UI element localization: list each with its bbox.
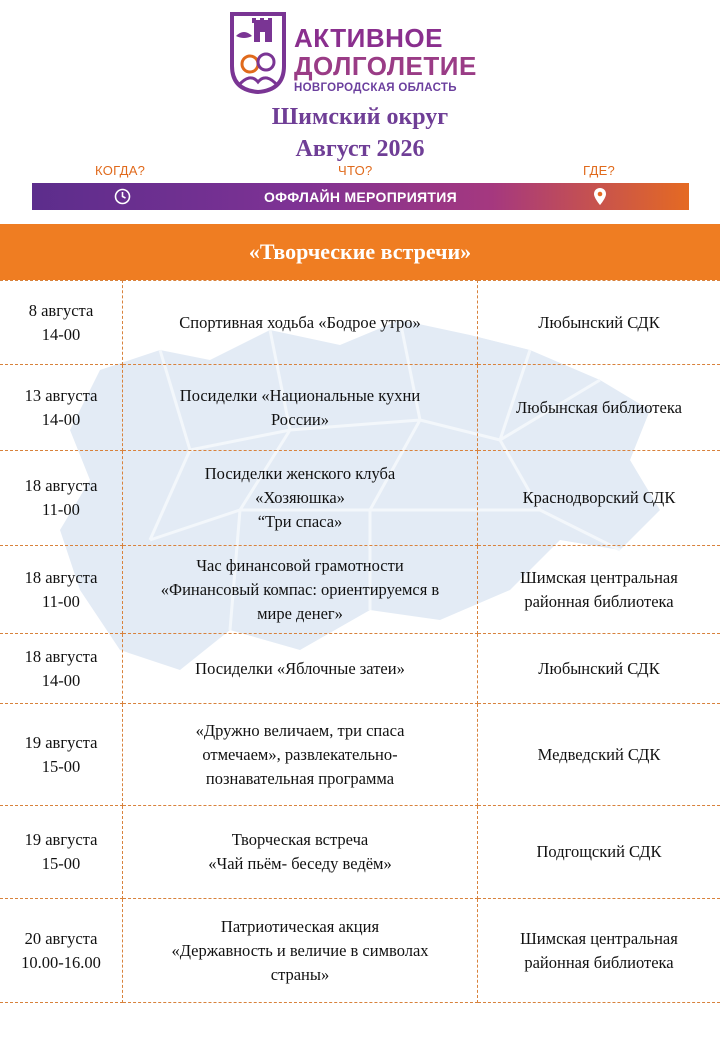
- event-date-cell: 18 августа 11-00: [0, 545, 123, 634]
- event-date-cell: 13 августа 14-00: [0, 364, 123, 451]
- event-row: 18 августа 11-00 Посиделки женского клуба…: [0, 450, 720, 546]
- event-time: 10.00-16.00: [21, 952, 101, 972]
- event-place-cell: Подгощский СДК: [477, 805, 720, 899]
- event-title-cell: Патриотическая акция «Державность и велич…: [122, 898, 478, 1003]
- event-date-cell: 19 августа 15-00: [0, 805, 123, 899]
- event-title-line: отмечаем», развлекательно-: [202, 744, 398, 764]
- event-place-line: Любынская библиотека: [516, 397, 682, 417]
- event-date: 13 августа: [24, 385, 98, 405]
- event-title-cell: «Дружно величаем, три спаса отмечаем», ра…: [122, 703, 478, 806]
- event-date: 20 августа: [24, 928, 98, 948]
- event-row: 13 августа 14-00 Посиделки «Национальные …: [0, 364, 720, 451]
- event-place-cell: Краснодворский СДК: [477, 450, 720, 546]
- event-place-line: Любынский СДК: [538, 658, 660, 678]
- event-place-line: Краснодворский СДК: [522, 488, 676, 507]
- event-place-line: Подгощский СДК: [536, 842, 662, 861]
- event-time: 11-00: [42, 500, 80, 519]
- event-place-line: районная библиотека: [524, 952, 674, 972]
- banner-text: ОФФЛАЙН МЕРОПРИЯТИЯ: [263, 189, 457, 205]
- event-time: 14-00: [41, 670, 81, 690]
- event-place-cell: Любынская библиотека: [477, 364, 720, 451]
- event-title-line: страны»: [270, 964, 330, 984]
- event-title-cell: Посиделки женского клуба «Хозяюшка» “Три с…: [122, 450, 478, 546]
- event-place-line: Любынский СДК: [538, 312, 660, 332]
- event-title-cell: Посиделки «Яблочные затеи»: [122, 633, 478, 704]
- event-date: 19 августа: [24, 732, 98, 752]
- event-place-line: Шимская центральная: [520, 928, 678, 948]
- event-row: 18 августа 14-00 Посиделки «Яблочные зате…: [0, 633, 720, 704]
- event-title-line: «Чай пьём- беседу ведём»: [208, 854, 392, 873]
- event-place-cell: Шимская центральная районная библиотека: [477, 898, 720, 1003]
- event-time: 14-00: [41, 324, 81, 344]
- event-title-line: Патриотическая акция: [220, 916, 380, 936]
- event-title-line: Спортивная ходьба «Бодрое утро»: [179, 312, 421, 332]
- event-row: 19 августа 15-00 Творческая встреча «Чай п…: [0, 805, 720, 899]
- event-time: 14-00: [41, 409, 81, 429]
- event-title-line: «Дружно величаем, три спаса: [195, 720, 405, 740]
- event-place-cell: Любынский СДК: [477, 633, 720, 704]
- event-date: 19 августа: [24, 830, 98, 849]
- event-title-cell: Спортивная ходьба «Бодрое утро»: [122, 280, 478, 365]
- event-title-line: Посиделки «Яблочные затеи»: [195, 658, 405, 678]
- event-title-line: познавательная программа: [205, 768, 395, 788]
- event-date: 18 августа: [24, 646, 98, 666]
- event-place-line: Медведский СДК: [537, 744, 661, 764]
- event-date: 8 августа: [28, 300, 94, 320]
- event-date-cell: 18 августа 11-00: [0, 450, 123, 546]
- page-header: АКТИВНОЕ ДОЛГОЛЕТИЕ НОВГОРОДСКАЯ ОБЛАСТЬ…: [0, 0, 720, 212]
- event-date: 18 августа: [24, 476, 98, 495]
- event-title-line: Посиделки «Национальные кухни: [179, 385, 421, 405]
- event-row: 19 августа 15-00 «Дружно величаем, три сп…: [0, 703, 720, 806]
- logo-title-line1: АКТИВНОЕ: [294, 23, 443, 53]
- event-title-cell: Творческая встреча «Чай пьём- беседу ведё…: [122, 805, 478, 899]
- event-title-line: Час финансовой грамотности: [196, 555, 404, 575]
- event-date: 18 августа: [24, 567, 98, 587]
- event-time: 15-00: [41, 854, 81, 873]
- logo-emblem-icon: [230, 12, 286, 94]
- event-title-line: России»: [271, 409, 329, 429]
- location-pin-icon: [594, 188, 606, 205]
- logo-subtitle: НОВГОРОДСКАЯ ОБЛАСТЬ: [294, 82, 457, 94]
- event-title-line: мире денег»: [257, 603, 343, 623]
- event-date-cell: 20 августа 10.00-16.00: [0, 898, 123, 1003]
- district-title: Шимский округ: [271, 104, 449, 130]
- clock-icon: [114, 188, 131, 205]
- event-title-line: “Три спаса»: [257, 512, 343, 531]
- section-title: «Творческие встречи»: [248, 239, 472, 264]
- event-row: 18 августа 11-00 Час финансовой грамотнос…: [0, 545, 720, 634]
- event-row: 8 августа 14-00 Спортивная ходьба «Бодрое…: [0, 280, 720, 365]
- event-place-line: Шимская центральная: [520, 567, 678, 587]
- event-time: 11-00: [42, 591, 80, 611]
- event-place-cell: Медведский СДК: [477, 703, 720, 806]
- event-title-line: «Финансовый компас: ориентируемся в: [160, 579, 440, 599]
- event-date-cell: 18 августа 14-00: [0, 633, 123, 704]
- project-logo: АКТИВНОЕ ДОЛГОЛЕТИЕ НОВГОРОДСКАЯ ОБЛАСТЬ: [228, 10, 498, 100]
- event-date-cell: 19 августа 15-00: [0, 703, 123, 806]
- event-title-line: Творческая встреча: [231, 830, 369, 849]
- event-title-line: «Хозяюшка»: [255, 488, 345, 507]
- section-header: «Творческие встречи»: [0, 224, 720, 280]
- month-title: Август 2026: [295, 136, 425, 162]
- event-title-line: «Державность и величие в символах: [171, 940, 429, 960]
- where-label: ГДЕ?: [583, 163, 616, 178]
- event-place-cell: Любынский СДК: [477, 280, 720, 365]
- events-table: 8 августа 14-00 Спортивная ходьба «Бодрое…: [0, 280, 720, 1003]
- event-place-cell: Шимская центральная районная библиотека: [477, 545, 720, 634]
- logo-title-line2: ДОЛГОЛЕТИЕ: [294, 51, 477, 81]
- when-label: КОГДА?: [95, 163, 146, 178]
- offline-events-banner: ОФФЛАЙН МЕРОПРИЯТИЯ: [32, 183, 689, 210]
- event-place-line: районная библиотека: [524, 591, 674, 611]
- event-title-cell: Час финансовой грамотности «Финансовый ко…: [122, 545, 478, 634]
- what-label: ЧТО?: [338, 163, 373, 178]
- event-title-line: Посиделки женского клуба: [204, 464, 396, 483]
- event-date-cell: 8 августа 14-00: [0, 280, 123, 365]
- event-row: 20 августа 10.00-16.00 Патриотическая акц…: [0, 898, 720, 1003]
- event-time: 15-00: [41, 756, 81, 776]
